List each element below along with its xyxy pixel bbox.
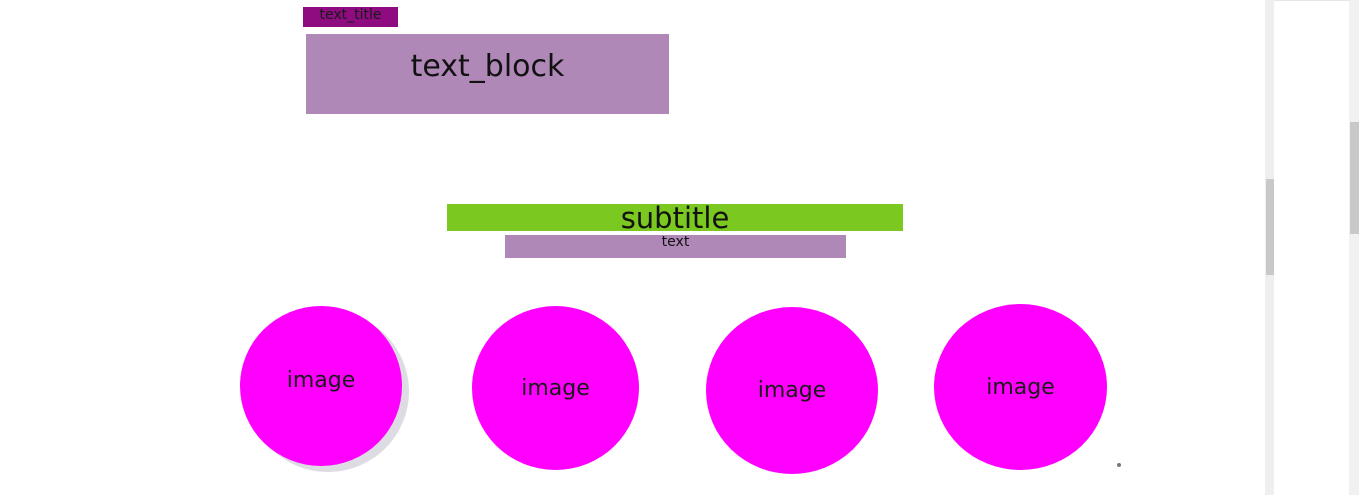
image-label: image — [521, 375, 590, 401]
image-label: image — [286, 367, 356, 393]
subtitle: subtitle — [447, 204, 903, 231]
side-panel — [1274, 0, 1359, 495]
text-title: text_title — [303, 7, 398, 27]
image-label: image — [986, 374, 1055, 400]
side-panel-divider — [1274, 0, 1349, 1]
image-placeholder-2: image — [472, 306, 639, 470]
dot-marker — [1117, 463, 1121, 467]
image-label: image — [757, 378, 827, 403]
side-panel-scrollbar-thumb[interactable] — [1350, 122, 1359, 234]
image-placeholder-1: image — [240, 306, 402, 466]
side-panel-scrollbar-track[interactable] — [1349, 0, 1359, 495]
image-placeholder-4: image — [934, 304, 1107, 470]
text-block: text_block — [306, 34, 669, 114]
image-placeholder-3: image — [706, 307, 878, 474]
text-paragraph: text — [505, 235, 846, 258]
main-scrollbar-thumb[interactable] — [1266, 179, 1274, 275]
